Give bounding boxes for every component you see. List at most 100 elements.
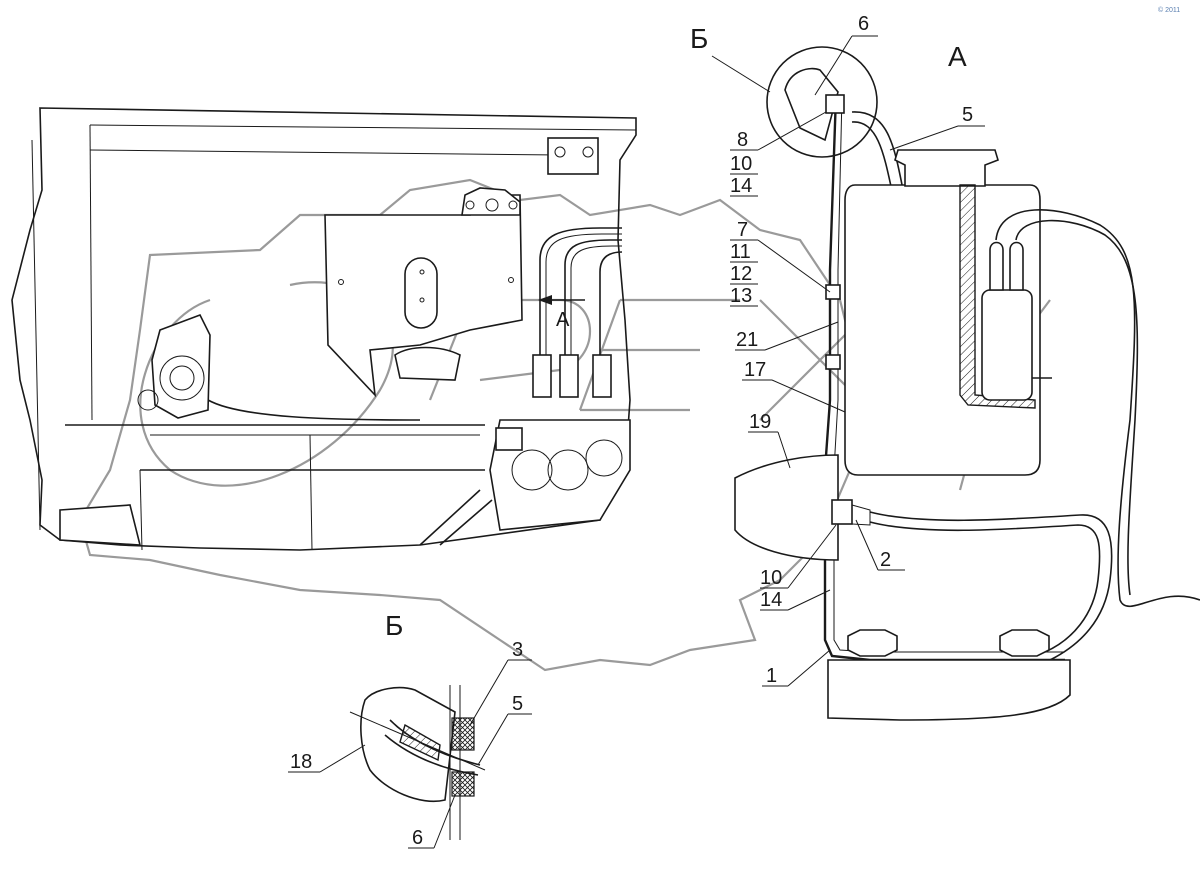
leader-19 (748, 431, 791, 469)
clamp-2 (831, 499, 853, 525)
socket-core (169, 365, 195, 391)
plate-tab (394, 346, 461, 381)
fitting-3 (592, 354, 612, 398)
leader-2 (855, 519, 905, 571)
cab-post-left-2 (31, 139, 41, 531)
leader-8 (730, 111, 827, 151)
callout-8: 8 (737, 129, 748, 151)
corner-mark: © 2011 (1158, 6, 1180, 14)
plate-slot (404, 257, 438, 329)
hydraulic-pipe-1 (539, 227, 622, 355)
bracket-bolt-3 (508, 200, 518, 210)
hydraulic-distributor (489, 419, 631, 531)
leader-3 (469, 659, 532, 726)
detail-b-circle (766, 46, 878, 158)
callout-6-detail: 6 (412, 827, 423, 849)
hydraulic-pipe-1b (545, 233, 622, 355)
leader-18 (288, 744, 366, 773)
fitting-1 (532, 354, 552, 398)
callout-14-top: 14 (730, 175, 752, 197)
leader-17 (742, 379, 846, 413)
lower-post-2 (139, 469, 143, 551)
leader-5-top (889, 125, 985, 151)
lower-hose-b (869, 521, 1101, 653)
callout-11: 11 (730, 241, 751, 263)
leader-14-bottom (760, 589, 831, 611)
cab-top-rail (89, 124, 637, 131)
socket-face (159, 355, 205, 401)
leader-7 (730, 239, 831, 293)
leader-1 (762, 649, 831, 687)
detail-b-leader (711, 55, 771, 93)
distributor-spool-3 (585, 439, 623, 477)
plate-hole-right (508, 277, 514, 283)
callout-1: 1 (766, 665, 777, 687)
cover-19 (734, 454, 839, 561)
lower-post-1 (309, 434, 313, 551)
cab-frame-outline (11, 107, 637, 551)
callout-18: 18 (290, 751, 312, 773)
view-a-title: А (948, 41, 967, 72)
callout-14-bottom: 14 (760, 589, 782, 611)
callout-10-bottom: 10 (760, 567, 782, 589)
leader-21 (735, 321, 839, 351)
leader-6-detail (408, 794, 456, 849)
slot-dot-bottom (419, 297, 425, 303)
hydraulic-pipe-3 (599, 251, 623, 355)
view-a-arrow-label: А (556, 309, 570, 331)
detail-axis (349, 711, 486, 771)
detail-hose-b (384, 734, 479, 776)
pump-terminal-2 (1009, 241, 1024, 291)
base-plate (827, 659, 1071, 721)
leader-10-bottom (760, 524, 837, 589)
slot-dot-top (419, 269, 425, 275)
base-nut-1 (847, 629, 898, 657)
pump-wire-2 (1015, 219, 1139, 596)
callout-21: 21 (736, 329, 758, 351)
bracket-bolt-2 (485, 198, 499, 212)
callout-17: 17 (744, 359, 766, 381)
view-a-arrowhead (538, 295, 552, 305)
distributor-spool-2 (547, 449, 589, 491)
detail-b-grommet (784, 67, 839, 142)
callout-3: 3 (512, 639, 523, 661)
tank-wall-section (959, 184, 1036, 409)
upper-bolt-1 (554, 146, 566, 158)
fitting-2 (559, 354, 579, 398)
pump-terminal-1 (989, 241, 1004, 291)
callout-12: 12 (730, 263, 752, 285)
detail-b-label-top: Б (690, 23, 708, 54)
seal-6 (451, 771, 475, 797)
bolt-17 (825, 354, 841, 370)
callout-2: 2 (880, 549, 891, 571)
lever-rod-2 (439, 499, 493, 546)
watermark-letter-e (578, 298, 740, 412)
cab-post-left (89, 124, 93, 421)
socket-cable (207, 399, 421, 421)
callout-10-top: 10 (730, 153, 752, 175)
distributor-nut (495, 427, 523, 451)
view-a: А Б (690, 23, 1200, 721)
top-bracket (461, 187, 521, 216)
callout-7: 7 (737, 219, 748, 241)
callout-13: 13 (730, 285, 752, 307)
socket-cap (137, 389, 159, 411)
callout-leaders (288, 35, 985, 849)
bracket-bolt-1 (465, 200, 475, 210)
seal-3 (451, 717, 475, 751)
lower-hose (869, 511, 1113, 661)
clamp-2-body (851, 504, 871, 526)
callout-19: 19 (749, 411, 771, 433)
distributor-spool-1 (511, 449, 553, 491)
callout-labels: 6 5 8 10 14 7 11 12 13 21 17 19 2 10 14 … (290, 13, 973, 849)
callout-5-detail: 5 (512, 693, 523, 715)
lever-rod (419, 489, 481, 546)
bolt-7 (825, 284, 841, 300)
callout-6-top: 6 (858, 13, 869, 35)
leader-6-top (814, 35, 878, 96)
plate-hole-left (338, 279, 344, 285)
main-view-rear: А (11, 107, 637, 551)
hydraulic-pipe-2b (570, 245, 622, 355)
bolt-top (825, 94, 845, 114)
